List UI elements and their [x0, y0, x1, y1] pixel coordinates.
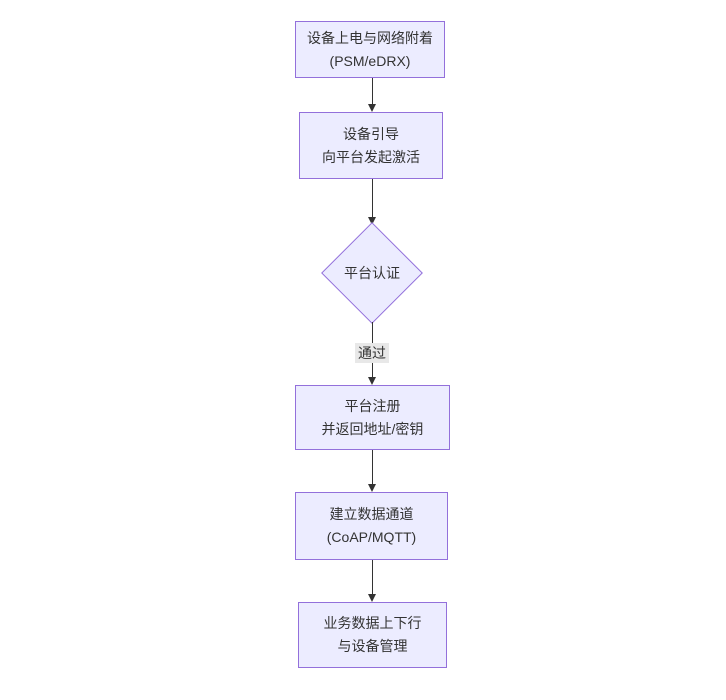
node-power-attach: 设备上电与网络附着 (PSM/eDRX)	[295, 21, 445, 78]
edge-label-pass: 通过	[355, 343, 389, 363]
node-channel: 建立数据通道 (CoAP/MQTT)	[295, 492, 448, 560]
edge-bootstrap-to-auth	[372, 179, 373, 218]
node-business-line1: 业务数据上下行	[323, 615, 422, 631]
node-bootstrap: 设备引导 向平台发起激活	[299, 112, 443, 179]
node-register: 平台注册 并返回地址/密钥	[295, 385, 450, 450]
arrowhead-down-icon	[368, 484, 376, 492]
node-channel-line2: (CoAP/MQTT)	[326, 529, 417, 545]
arrowhead-down-icon	[368, 377, 376, 385]
arrowhead-down-icon	[368, 104, 376, 112]
node-business: 业务数据上下行 与设备管理	[298, 602, 447, 668]
node-business-line2: 与设备管理	[337, 638, 408, 654]
node-bootstrap-line1: 设备引导	[343, 125, 399, 142]
edge-register-to-channel	[372, 450, 373, 485]
node-channel-line1: 建立数据通道	[329, 506, 414, 522]
node-bootstrap-line2: 向平台发起激活	[322, 148, 420, 165]
node-power-attach-line1: 设备上电与网络附着	[307, 29, 433, 46]
arrowhead-down-icon	[368, 594, 376, 602]
node-power-attach-line2: (PSM/eDRX)	[329, 52, 411, 69]
node-register-line1: 平台注册	[344, 397, 401, 414]
edge-channel-to-business	[372, 560, 373, 595]
node-register-line2: 并返回地址/密钥	[321, 420, 424, 437]
node-auth-label: 平台认证	[344, 265, 400, 281]
arrowhead-down-icon	[368, 217, 376, 225]
edge-power-to-bootstrap	[372, 78, 373, 105]
